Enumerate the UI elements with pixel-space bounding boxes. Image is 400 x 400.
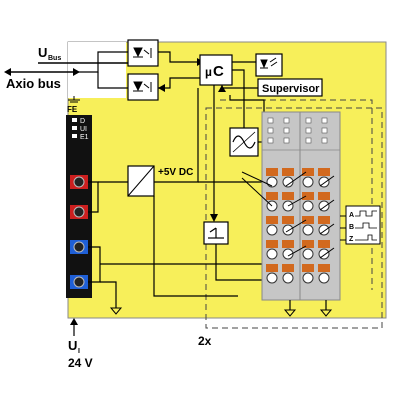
optocoupler-top xyxy=(127,39,159,67)
terminal-contact-point xyxy=(318,272,330,284)
plus5v-label: +5V DC xyxy=(158,167,193,178)
bus-wire-bottom xyxy=(97,72,128,89)
power-terminal-4 xyxy=(70,275,88,289)
terminal-contact-latch xyxy=(266,264,278,272)
terminal-contact-latch xyxy=(302,264,314,272)
terminal-contact-latch xyxy=(318,168,330,176)
channel-b-label: B xyxy=(349,224,354,231)
terminal-contact-latch xyxy=(266,216,278,224)
terminal-contact-latch xyxy=(302,168,314,176)
channel-dashed-outline xyxy=(205,107,383,329)
optocoupler-top-icon xyxy=(133,47,152,58)
connector-led-slots xyxy=(267,117,328,144)
switch-icon xyxy=(208,227,224,239)
channel-z-label: Z xyxy=(349,236,354,243)
terminal-contact-latch xyxy=(282,216,294,224)
connector-internal-wiring xyxy=(241,171,335,259)
terminal-contact-latch xyxy=(318,240,330,248)
v24-label: 24 V xyxy=(68,356,93,370)
axio-bus-label: Axio bus xyxy=(6,76,61,91)
axio-bus-arrow-right-head xyxy=(73,68,80,76)
encoder-waveforms xyxy=(355,210,377,241)
terminal-contact-latch xyxy=(302,240,314,248)
terminal-contact-latch xyxy=(282,168,294,176)
terminal-contact-point xyxy=(282,224,294,236)
terminal-contact-latch xyxy=(302,216,314,224)
terminal-contact-latch xyxy=(266,168,278,176)
ubus-label: U xyxy=(38,45,47,60)
terminal-contact-latch xyxy=(266,192,278,200)
terminal-contact-point xyxy=(302,248,314,260)
terminal-contact-point xyxy=(302,176,314,188)
bus-wire-top xyxy=(78,51,128,73)
uc-c: C xyxy=(213,63,224,80)
led-d-label: D xyxy=(80,118,85,125)
uc-mu: µ xyxy=(205,65,212,79)
terminal-contact-latch xyxy=(318,264,330,272)
microcontroller-box xyxy=(199,54,233,86)
fe-label: FE xyxy=(67,105,78,114)
terminal-contact-point xyxy=(302,200,314,212)
terminal-contact-point xyxy=(282,248,294,260)
terminal-contact-latch xyxy=(302,192,314,200)
axio-bus-arrow-left-head xyxy=(4,68,11,76)
ground-icon-mid xyxy=(283,309,297,317)
power-terminal-3 xyxy=(70,240,88,254)
terminal-contact-point xyxy=(302,224,314,236)
terminal-contact-point xyxy=(266,248,278,260)
terminal-contact-point xyxy=(282,176,294,188)
ground-icon-left xyxy=(109,307,123,315)
ubus-subscript: Bus xyxy=(48,55,61,62)
led-e1-label: E1 xyxy=(80,134,89,141)
terminal-contact-point xyxy=(266,272,278,284)
terminal-contact-latch xyxy=(282,192,294,200)
terminal-contact-latch xyxy=(282,264,294,272)
terminal-contact-point xyxy=(302,272,314,284)
ui-arrow-icon xyxy=(70,318,78,325)
terminal-contacts xyxy=(266,168,330,284)
terminal-contact-latch xyxy=(282,240,294,248)
status-led-box xyxy=(255,53,283,77)
terminal-contact-latch xyxy=(318,216,330,224)
optocoupler-bottom xyxy=(127,73,159,101)
terminal-contact-point xyxy=(266,224,278,236)
bus-region xyxy=(68,42,126,98)
opto-to-uc-top xyxy=(158,51,200,63)
power-terminal-2 xyxy=(70,205,88,219)
ui-label: U xyxy=(68,338,77,353)
power-terminal-1 xyxy=(70,175,88,189)
fe-ground-icon xyxy=(68,96,80,103)
terminal-contact-point xyxy=(282,272,294,284)
ui-subscript: I xyxy=(78,348,80,355)
terminal-contact-latch xyxy=(266,240,278,248)
terminal-contact-latch xyxy=(318,192,330,200)
optocoupler-bottom-icon xyxy=(133,81,152,92)
channel-a-label: A xyxy=(349,212,354,219)
two-x-label: 2x xyxy=(198,334,212,348)
supervisor-box xyxy=(257,78,323,97)
ground-icon-right xyxy=(319,309,333,317)
channel-dashed-outline-inner xyxy=(220,99,373,290)
supervisor-label: Supervisor xyxy=(262,83,320,95)
led-icon xyxy=(260,57,278,69)
led-ui-label: UI xyxy=(80,126,87,133)
